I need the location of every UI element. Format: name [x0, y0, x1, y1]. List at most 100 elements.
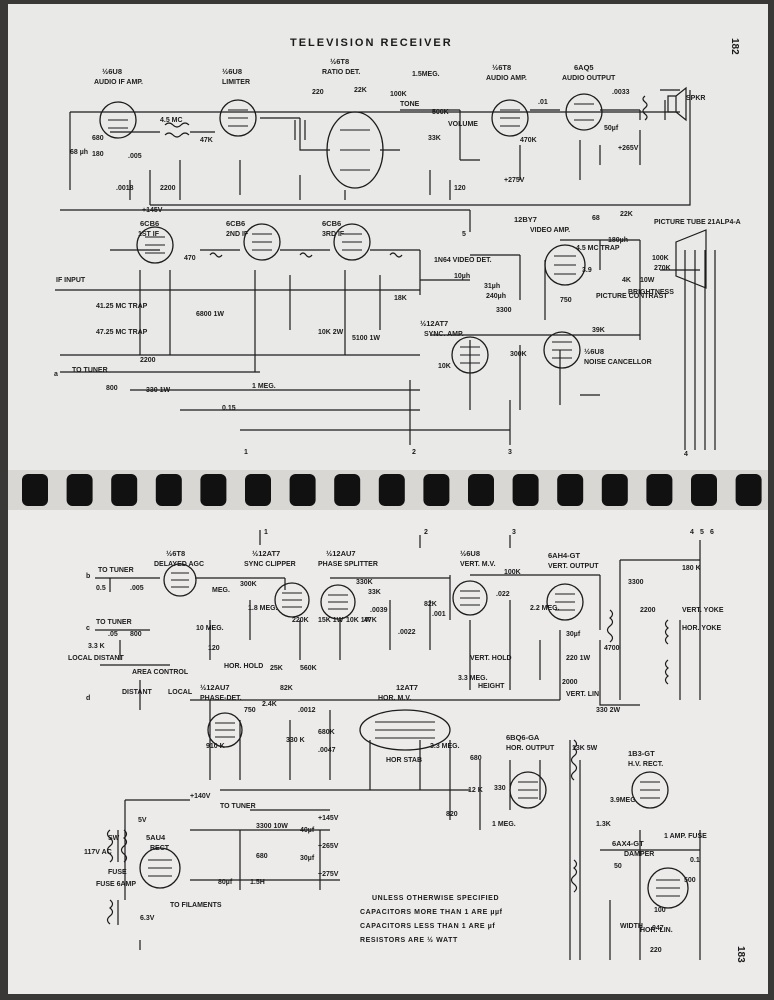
- svg-text:330: 330: [494, 785, 506, 792]
- svg-text:40µf: 40µf: [300, 827, 315, 834]
- svg-text:2: 2: [424, 529, 428, 536]
- tube-video-amp: 12BY7 VIDEO AMP.: [514, 215, 586, 286]
- svg-text:RECT: RECT: [150, 845, 170, 852]
- svg-text:FUSE 6AMP: FUSE 6AMP: [96, 881, 136, 888]
- svg-text:DISTANT: DISTANT: [122, 689, 153, 696]
- svg-text:120: 120: [208, 645, 220, 652]
- svg-text:.047: .047: [650, 925, 664, 932]
- svg-text:180 K: 180 K: [682, 565, 701, 572]
- svg-text:220 1W: 220 1W: [566, 655, 591, 662]
- svg-text:180: 180: [92, 151, 104, 158]
- svg-text:c: c: [86, 625, 90, 632]
- svg-text:82K: 82K: [424, 601, 437, 608]
- svg-text:800: 800: [130, 631, 142, 638]
- svg-text:10K 2W: 10K 2W: [318, 329, 344, 336]
- svg-text:41.25 MC TRAP: 41.25 MC TRAP: [96, 303, 148, 310]
- svg-text:TONE: TONE: [400, 101, 420, 108]
- svg-text:270K: 270K: [654, 265, 671, 272]
- svg-text:6AQ5: 6AQ5: [574, 63, 594, 72]
- svg-text:6800 1W: 6800 1W: [196, 311, 224, 318]
- svg-text:½6U8: ½6U8: [222, 67, 242, 76]
- svg-text:10W: 10W: [640, 277, 655, 284]
- svg-text:680: 680: [256, 853, 268, 860]
- svg-text:50: 50: [614, 863, 622, 870]
- svg-text:30µf: 30µf: [566, 631, 581, 638]
- binding-loop: [378, 474, 405, 506]
- svg-text:100K: 100K: [652, 255, 669, 262]
- svg-text:6.3V: 6.3V: [140, 915, 155, 922]
- svg-text:LIMITER: LIMITER: [222, 79, 250, 86]
- page-number-top: 182: [729, 38, 740, 55]
- tube-5au4-rect: 5AU4 RECT: [139, 833, 181, 889]
- svg-text:3RD IF: 3RD IF: [322, 231, 345, 238]
- svg-text:1.8 MEG.: 1.8 MEG.: [248, 605, 278, 612]
- svg-text:3.9MEG: 3.9MEG: [610, 797, 636, 804]
- svg-text:+140V: +140V: [190, 793, 211, 800]
- svg-text:VIDEO AMP.: VIDEO AMP.: [530, 227, 570, 234]
- svg-text:3: 3: [508, 449, 512, 456]
- svg-text:100: 100: [654, 907, 666, 914]
- svg-text:CAPACITORS LESS THAN 1 ARE µf: CAPACITORS LESS THAN 1 ARE µf: [360, 923, 495, 930]
- svg-text:33K: 33K: [368, 589, 381, 596]
- svg-text:PICTURE CONTRAST: PICTURE CONTRAST: [596, 293, 668, 300]
- svg-text:560K: 560K: [300, 665, 317, 672]
- svg-text:RATIO DET.: RATIO DET.: [322, 69, 360, 76]
- svg-text:HOR. OUTPUT: HOR. OUTPUT: [506, 745, 555, 752]
- svg-text:680: 680: [92, 135, 104, 142]
- svg-text:IF INPUT: IF INPUT: [56, 277, 86, 284]
- svg-text:220: 220: [312, 89, 324, 96]
- svg-text:470: 470: [184, 255, 196, 262]
- svg-text:47K: 47K: [200, 137, 213, 144]
- svg-text:a: a: [54, 371, 58, 378]
- svg-text:HEIGHT: HEIGHT: [478, 683, 505, 690]
- tube-vert-output: 6AH4-GT VERT. OUTPUT: [546, 551, 599, 621]
- binding-loop: [468, 474, 494, 506]
- svg-text:.0018: .0018: [116, 185, 134, 192]
- svg-text:HOR. M.V.: HOR. M.V.: [378, 695, 411, 702]
- bottom-page: [8, 500, 768, 994]
- svg-text:1 AMP. FUSE: 1 AMP. FUSE: [664, 833, 707, 840]
- svg-text:PHASE-DET.: PHASE-DET.: [200, 695, 242, 702]
- svg-text:LOCAL DISTANT: LOCAL DISTANT: [68, 655, 124, 662]
- top-pins: 1 2 3 4 5 a: [54, 231, 688, 458]
- svg-text:330 K: 330 K: [286, 737, 305, 744]
- svg-text:.05: .05: [108, 631, 118, 638]
- tube-limiter: ½6U8 LIMITER: [219, 67, 257, 137]
- svg-text:5AU4: 5AU4: [146, 833, 166, 842]
- svg-text:.001: .001: [432, 611, 446, 618]
- svg-text:2.4K: 2.4K: [262, 701, 277, 708]
- svg-text:UNLESS OTHERWISE SPECIFIED: UNLESS OTHERWISE SPECIFIED: [372, 895, 499, 902]
- tube-damper: 6AX4-GT DAMPER: [612, 839, 689, 909]
- svg-text:330K: 330K: [356, 579, 373, 586]
- svg-text:TO TUNER: TO TUNER: [72, 367, 108, 374]
- svg-text:0.5: 0.5: [96, 585, 106, 592]
- svg-text:68 µh: 68 µh: [70, 149, 88, 156]
- svg-text:+145V: +145V: [318, 815, 339, 822]
- svg-text:½6T8: ½6T8: [330, 57, 349, 66]
- bottom-values: 0.5 .005 .05 800 3.3 K 10 MEG. MEG. 1.8 …: [88, 565, 701, 954]
- svg-text:10K: 10K: [438, 363, 451, 370]
- svg-text:PICTURE TUBE 21ALP4-A: PICTURE TUBE 21ALP4-A: [654, 219, 741, 226]
- svg-text:SPKR: SPKR: [686, 95, 705, 102]
- svg-text:82K: 82K: [280, 685, 293, 692]
- svg-text:1B3-GT: 1B3-GT: [628, 749, 655, 758]
- tube-noise-cancellor: ½6U8 NOISE CANCELLOR: [543, 331, 652, 369]
- tube-phase-splitter: ½12AU7 PHASE SPLITTER: [318, 549, 378, 620]
- svg-text:HOR. YOKE: HOR. YOKE: [682, 625, 721, 632]
- svg-text:220K: 220K: [292, 617, 309, 624]
- svg-text:680: 680: [470, 755, 482, 762]
- svg-text:33K: 33K: [428, 135, 441, 142]
- svg-text:2ND IF: 2ND IF: [226, 231, 249, 238]
- svg-text:3: 3: [512, 529, 516, 536]
- svg-text:VERT. YOKE: VERT. YOKE: [682, 607, 724, 614]
- svg-text:6: 6: [710, 529, 714, 536]
- svg-text:AREA CONTROL: AREA CONTROL: [132, 669, 189, 676]
- page-number-bottom: 183: [735, 946, 746, 963]
- svg-text:H.V. RECT.: H.V. RECT.: [628, 761, 663, 768]
- svg-text:2200: 2200: [140, 357, 156, 364]
- svg-text:2000: 2000: [562, 679, 578, 686]
- svg-text:47.25 MC TRAP: 47.25 MC TRAP: [96, 329, 148, 336]
- bottom-coils: [106, 609, 669, 925]
- svg-text:117V AC: 117V AC: [84, 849, 112, 856]
